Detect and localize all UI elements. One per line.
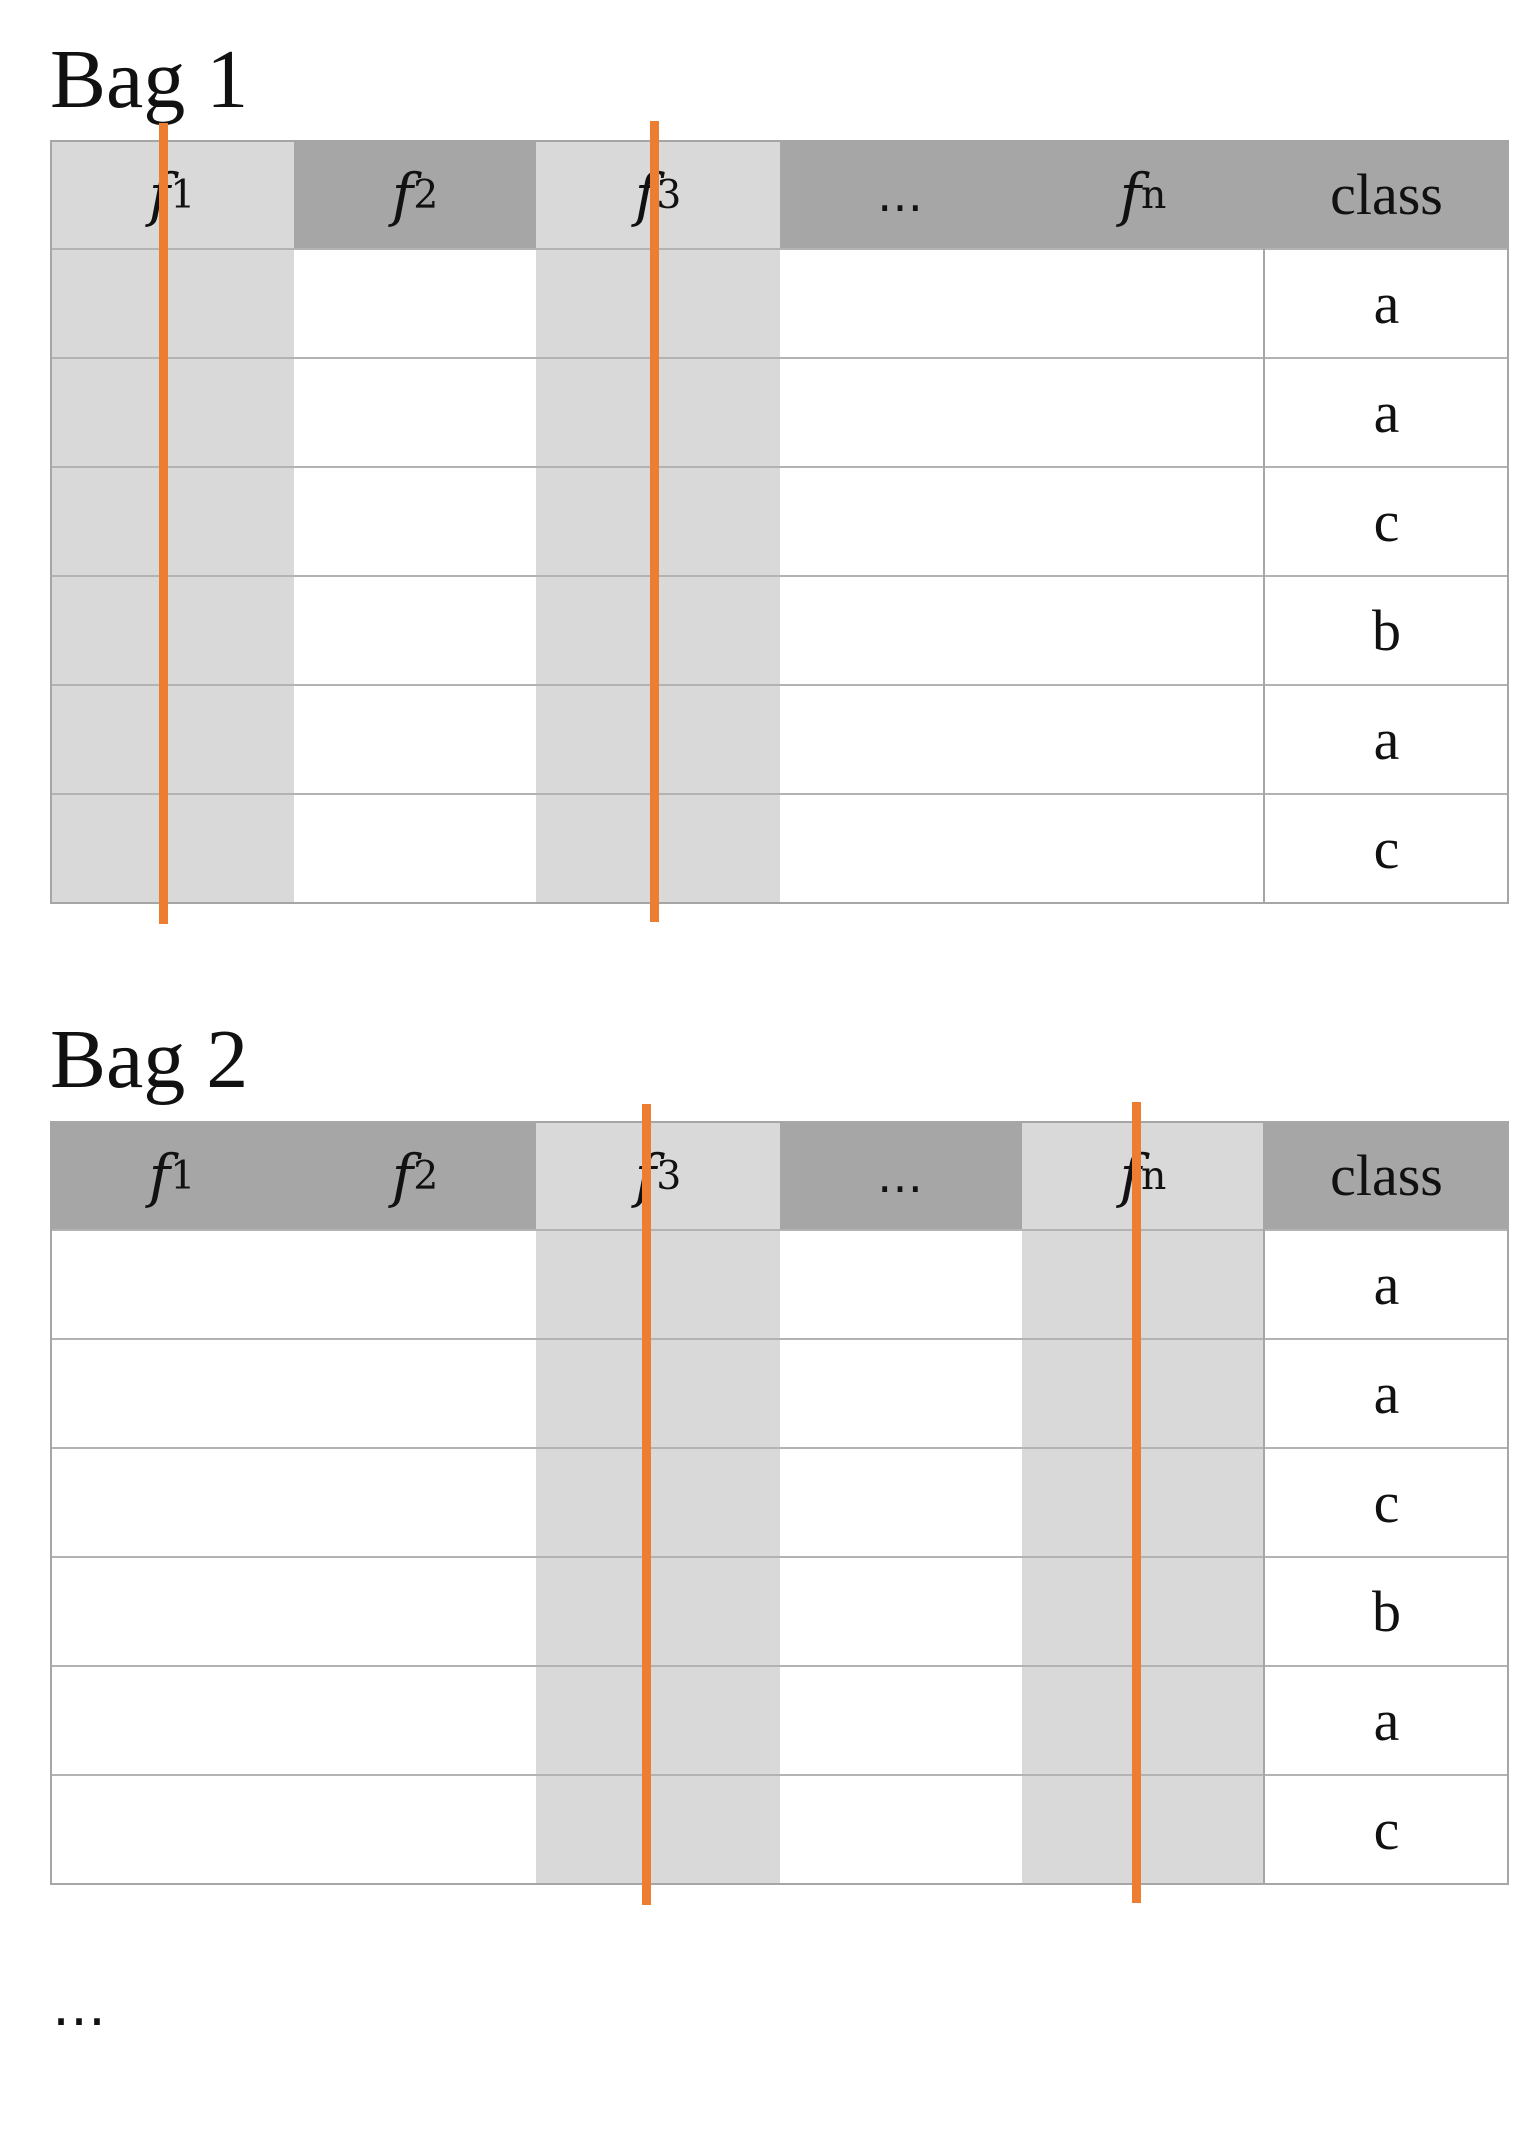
class-column-divider [1263,1121,1265,1885]
column-f3-selected [536,1121,780,1885]
row-divider [50,793,1509,795]
row-divider [50,1229,1509,1231]
class-cell: c [1373,1470,1400,1535]
row-divider [50,466,1509,468]
row-divider [50,575,1509,577]
header-class-cell [1264,140,1509,249]
column-fn-selected [1022,1121,1264,1885]
class-cell: a [1373,271,1400,336]
class-cell: a [1373,1252,1400,1317]
class-cell: b [1372,1579,1401,1644]
class-cell: b [1372,598,1401,663]
row-divider [50,1774,1509,1776]
split-line-fn [1132,1102,1141,1903]
row-divider [50,248,1509,250]
more-bags-ellipsis: … [52,1975,110,2038]
class-column-divider [1263,140,1265,904]
header-rest-cell [780,140,1264,249]
header-f3-label: f3 [635,1142,682,1210]
header-ellipsis-label: … [877,1148,925,1203]
header-ellipsis-cell [780,1121,1022,1230]
row-divider [50,684,1509,686]
class-cell: a [1373,707,1400,772]
split-line-f3 [642,1104,651,1905]
class-cell: c [1373,1797,1400,1862]
row-divider [50,1665,1509,1667]
bag-2-title: Bag 2 [50,1013,249,1106]
bag-2-table: f1 f2 f3 … fn class a a c b a c [50,1102,1509,1905]
row-divider [50,1556,1509,1558]
row-divider [50,1338,1509,1340]
class-cell: c [1373,816,1400,881]
class-cell: a [1373,1361,1400,1426]
split-line-f3 [650,121,659,922]
header-class-label: class [1330,1143,1443,1208]
bag-1-table: f1 f2 f3 … fn class a a c b a c [50,121,1509,924]
header-f2-cell [294,140,536,249]
row-divider [50,357,1509,359]
class-cell: a [1373,380,1400,445]
column-f1-selected [50,140,294,904]
class-cell: c [1373,489,1400,554]
split-line-f1 [159,123,168,924]
header-class-label: class [1330,162,1443,227]
header-class-cell [1264,1121,1509,1230]
bag-1-title: Bag 1 [50,33,249,126]
row-divider [50,1447,1509,1449]
header-f1-f2-cell [50,1121,536,1230]
header-ellipsis-label: … [877,167,925,222]
class-cell: a [1373,1688,1400,1753]
header-f1-label: f1 [149,161,196,229]
